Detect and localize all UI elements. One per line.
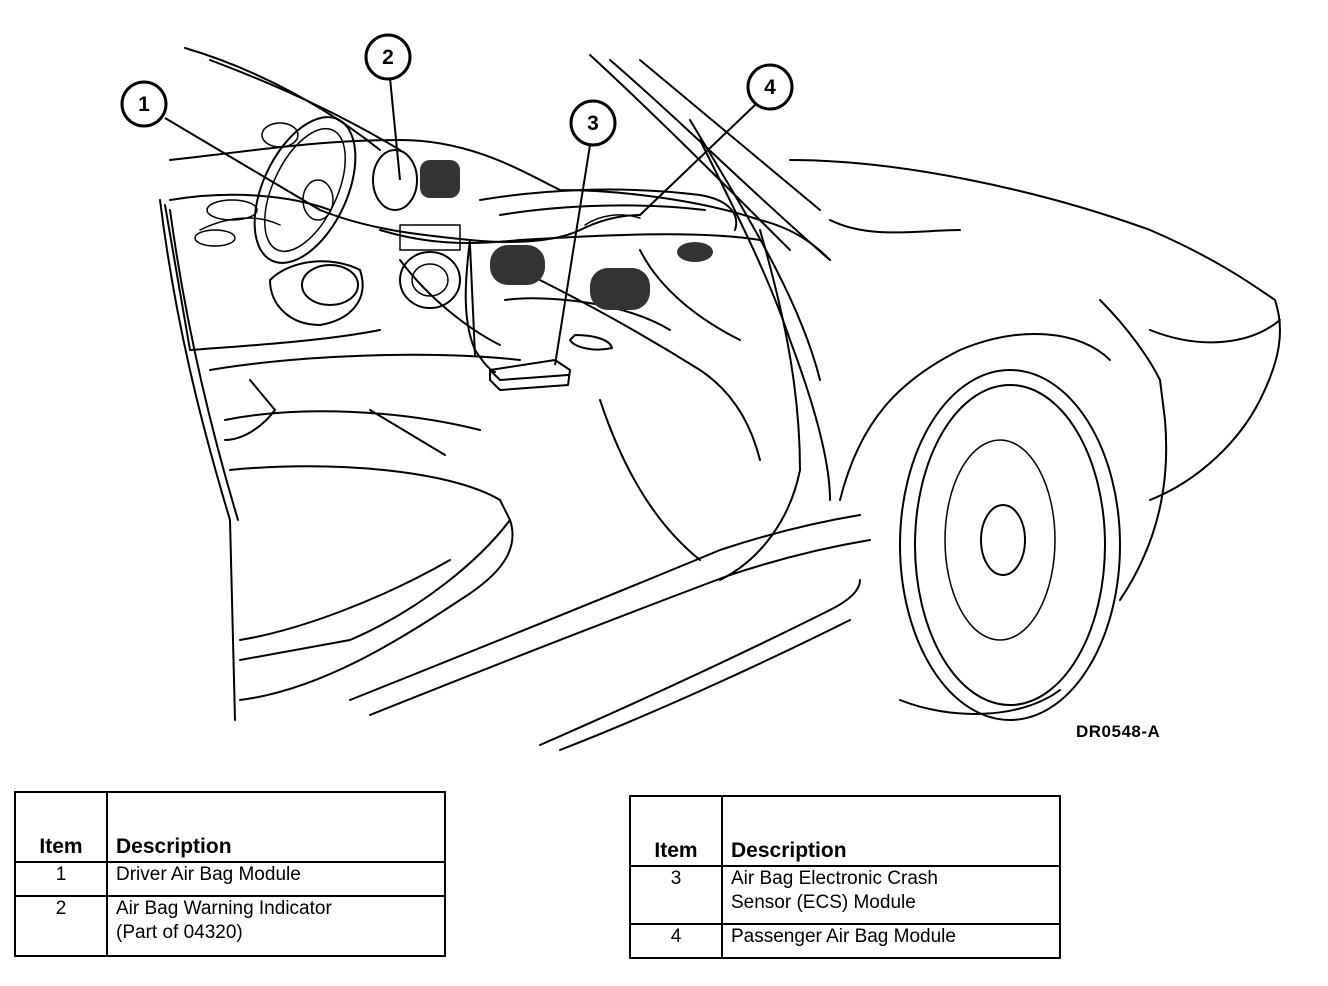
passenger-airbag-outline [584, 214, 641, 226]
svg-text:1: 1 [138, 93, 150, 116]
callout-2: 2 [364, 33, 412, 81]
callout-3: 3 [569, 99, 617, 147]
center-console [372, 149, 713, 351]
svg-text:2: 2 [382, 46, 394, 69]
table-row: 3 Air Bag Electronic Crash Sensor (ECS) … [629, 865, 1061, 925]
front-wheel [899, 369, 1121, 721]
door-sill [349, 399, 871, 751]
legend-table-right: Item Description 3 Air Bag Electronic Cr… [629, 795, 1061, 959]
leader-lines [164, 77, 756, 366]
table-row: 1 Driver Air Bag Module [14, 861, 446, 897]
table-row: 2 Air Bag Warning Indicator (Part of 043… [14, 895, 446, 957]
svg-text:4: 4 [764, 76, 776, 99]
svg-text:3: 3 [587, 112, 599, 135]
item-number: 3 [629, 865, 723, 925]
item-number: 1 [14, 861, 108, 897]
item-column-header: Item [629, 795, 723, 867]
front-seat [209, 353, 521, 701]
steering-wheel [253, 116, 357, 264]
legend-header-row: Item Description [14, 791, 446, 863]
figure-code: DR0548-A [1076, 722, 1161, 741]
item-number: 4 [629, 923, 723, 959]
callout-4: 4 [746, 63, 794, 111]
wiring-harness [319, 209, 641, 373]
legend-header-row: Item Description [629, 795, 1061, 867]
callout-1: 1 [120, 80, 168, 128]
table-row: 4 Passenger Air Bag Module [629, 923, 1061, 959]
item-description: Air Bag Warning Indicator (Part of 04320… [106, 895, 446, 957]
vehicle-interior-illustration: 1 2 3 4 [120, 33, 1281, 751]
description-column-header: Description [721, 795, 1061, 867]
item-description: Air Bag Electronic Crash Sensor (ECS) Mo… [721, 865, 1061, 925]
item-number: 2 [14, 895, 108, 957]
windshield-outline [184, 47, 831, 261]
item-column-header: Item [14, 791, 108, 863]
door-frame [159, 119, 831, 721]
legend-table-left: Item Description 1 Driver Air Bag Module… [14, 791, 446, 957]
item-description: Driver Air Bag Module [106, 861, 446, 897]
ecs-module-box [489, 359, 571, 391]
item-description: Passenger Air Bag Module [721, 923, 1061, 959]
description-column-header: Description [106, 791, 446, 863]
dashboard [164, 122, 831, 461]
front-fender [789, 159, 1281, 601]
